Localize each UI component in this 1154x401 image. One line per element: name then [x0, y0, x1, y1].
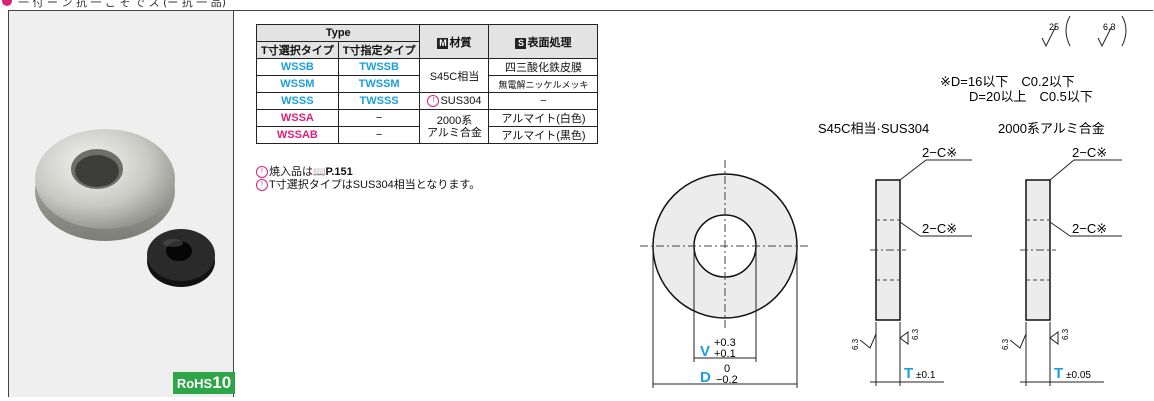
- note-sus304: !T寸選択タイプはSUS304相当となります。: [256, 179, 480, 192]
- chamfer-note-line1: ※D=16以下 C0.2以下: [940, 74, 1075, 89]
- table-row: WSSA − 2000系 アルミ合金 アルマイト(白色): [256, 109, 599, 144]
- rough-small-al-right: 6.3: [1061, 328, 1070, 340]
- chamfer-label-al-mid: 2−C※: [1072, 221, 1107, 236]
- roughness-symbol-icon: [1041, 15, 1127, 48]
- type-sel-cell[interactable]: WSSA: [256, 109, 339, 127]
- d-tol-lower: −0.2: [716, 374, 738, 386]
- type-header: Type: [255, 24, 421, 42]
- hardened-bulb-icon: !: [427, 95, 440, 108]
- washer-front-view: [640, 160, 810, 388]
- table-row: WSSAB − アルマイト(黒色): [256, 126, 599, 144]
- rough-small-steel-left: 6.3: [851, 338, 860, 350]
- product-photo-panel: RoHS10: [9, 11, 235, 397]
- chamfer-label-steel-mid: 2−C※: [922, 221, 957, 236]
- t-label-steel: T: [904, 365, 913, 382]
- d-label: D: [700, 369, 711, 386]
- v-tol-lower: +0.1: [714, 348, 736, 360]
- hardened-bulb-icon: !: [256, 179, 268, 192]
- t-label-al: T: [1054, 365, 1063, 382]
- roughness-mark-icon: [859, 331, 1059, 349]
- header-caption: 一 付 ー ン 抗 一 ご そ で ス (ー 抗 一 品): [18, 0, 227, 9]
- rohs-text: RoHS: [176, 376, 213, 391]
- note-hardened: !焼入品は📖P.151: [256, 166, 480, 179]
- book-ref-icon: 📖: [313, 167, 326, 178]
- material-cell: 2000系 アルミ合金: [419, 109, 490, 144]
- t-tol-al: ±0.05: [1066, 370, 1091, 381]
- hardened-bulb-icon: !: [256, 166, 268, 179]
- col-selectable-header: T寸選択タイプ: [256, 41, 339, 59]
- rough-small-steel-right: 6.3: [911, 328, 920, 340]
- label-steel: S45C相当·SUS304: [818, 121, 929, 136]
- product-photo: [35, 129, 215, 287]
- chamfer-label-steel-top: 2−C※: [922, 145, 957, 160]
- section-marker-icon: [2, 0, 12, 6]
- type-spec-cell[interactable]: TWSSS: [337, 92, 421, 110]
- label-aluminum: 2000系アルミ合金: [998, 121, 1105, 136]
- washer-side-view-steel: [870, 159, 972, 386]
- rohs-number: 10: [212, 373, 232, 392]
- v-tol-upper: +0.3: [714, 337, 736, 349]
- chamfer-note-line2: D=20以上 C0.5以下: [969, 89, 1093, 104]
- top-strip: 一 付 ー ン 抗 一 ご そ で ス (ー 抗 一 品): [0, 0, 1154, 10]
- washer-side-view-aluminum: [1020, 159, 1122, 386]
- d-tol-upper: 0: [724, 363, 730, 375]
- roughness-a: 25: [1049, 22, 1059, 32]
- black-washer-image: [147, 229, 215, 287]
- material-badge-icon: M: [437, 37, 449, 49]
- content-frame: [8, 10, 1153, 397]
- notes: !焼入品は📖P.151 !T寸選択タイプはSUS304相当となります。: [256, 166, 480, 192]
- col-specified-header: T寸指定タイプ: [337, 41, 421, 59]
- rohs-badge: RoHS10: [173, 372, 235, 394]
- steel-washer-image: [35, 129, 175, 241]
- page-ref-link[interactable]: P.151: [325, 166, 353, 178]
- table-row: WSSM TWSSM 無電解ニッケルメッキ: [256, 75, 599, 93]
- chamfer-label-al-top: 2−C※: [1072, 145, 1107, 160]
- surface-cell: アルマイト(黒色): [488, 126, 599, 144]
- rough-small-al-left: 6.3: [1001, 338, 1010, 350]
- v-label: V: [700, 343, 710, 360]
- type-spec-cell: −: [337, 126, 421, 144]
- surface-cell: 四三酸化鉄皮膜: [488, 58, 599, 76]
- table-row: WSSB TWSSB S45C相当 四三酸化鉄皮膜: [256, 58, 599, 93]
- type-sel-cell[interactable]: WSSB: [256, 58, 339, 76]
- t-tol-steel: ±0.1: [916, 370, 936, 381]
- surface-badge-icon: S: [515, 37, 527, 49]
- roughness-b: 6.3: [1103, 22, 1116, 32]
